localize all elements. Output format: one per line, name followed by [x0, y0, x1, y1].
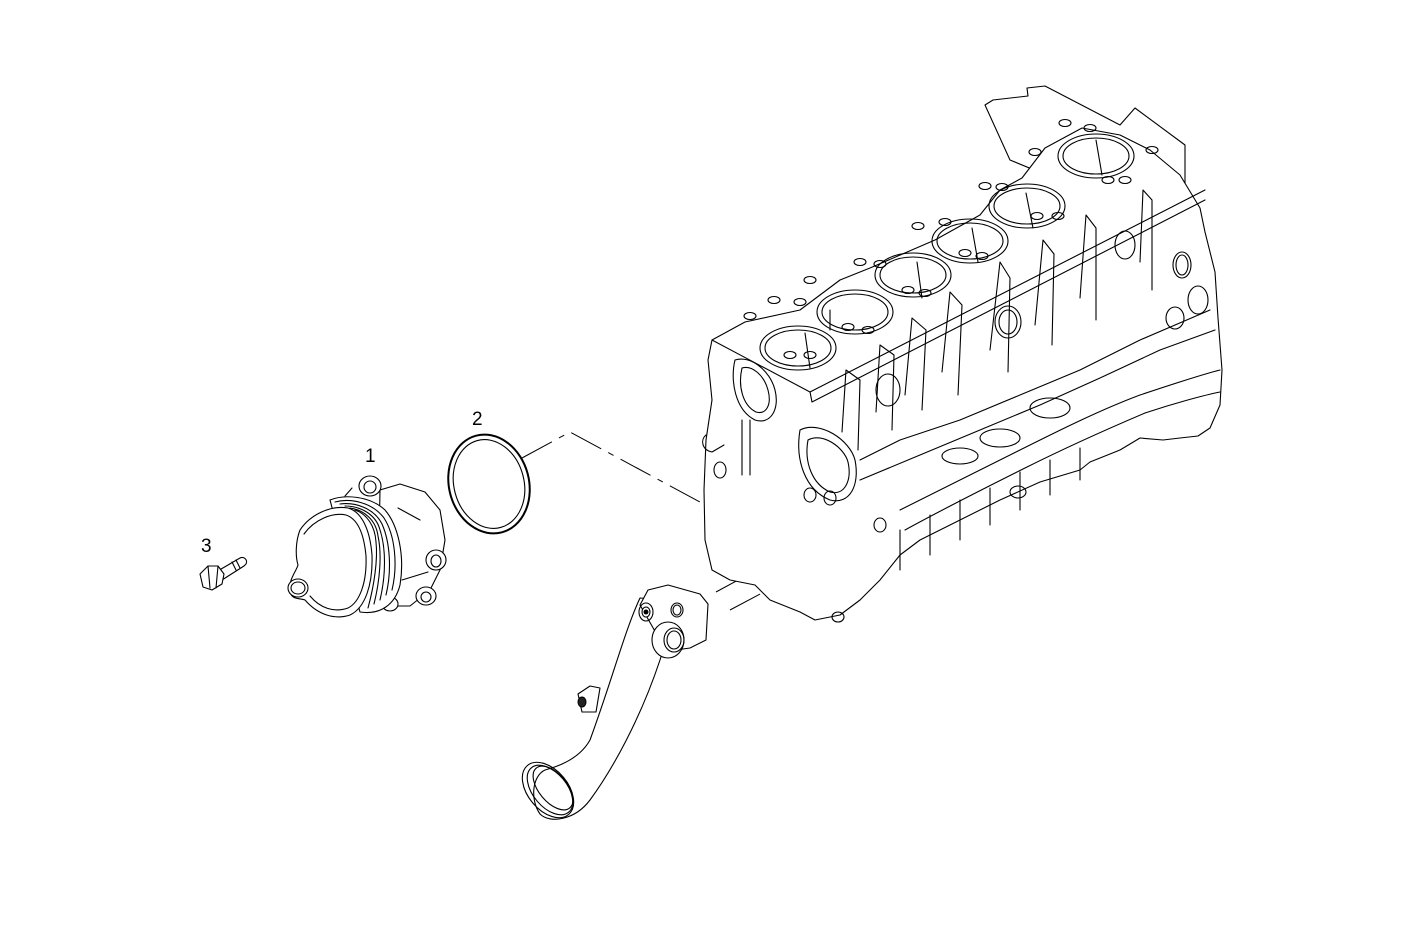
cylinder-bores [759, 133, 1135, 371]
head-bolt-holes [743, 118, 1159, 360]
o-ring-seal [447, 433, 531, 535]
flange-bolt [199, 556, 248, 591]
callout-3: 3 [201, 536, 212, 557]
callout-2: 2 [472, 409, 483, 430]
water-pump [287, 475, 447, 618]
block-rear-bosses [875, 230, 1209, 499]
callout-1: 1 [365, 446, 376, 467]
block-front-face [702, 358, 887, 623]
block-ribs [841, 189, 1221, 571]
engine-block [702, 85, 1223, 623]
coolant-pipe [521, 584, 709, 820]
